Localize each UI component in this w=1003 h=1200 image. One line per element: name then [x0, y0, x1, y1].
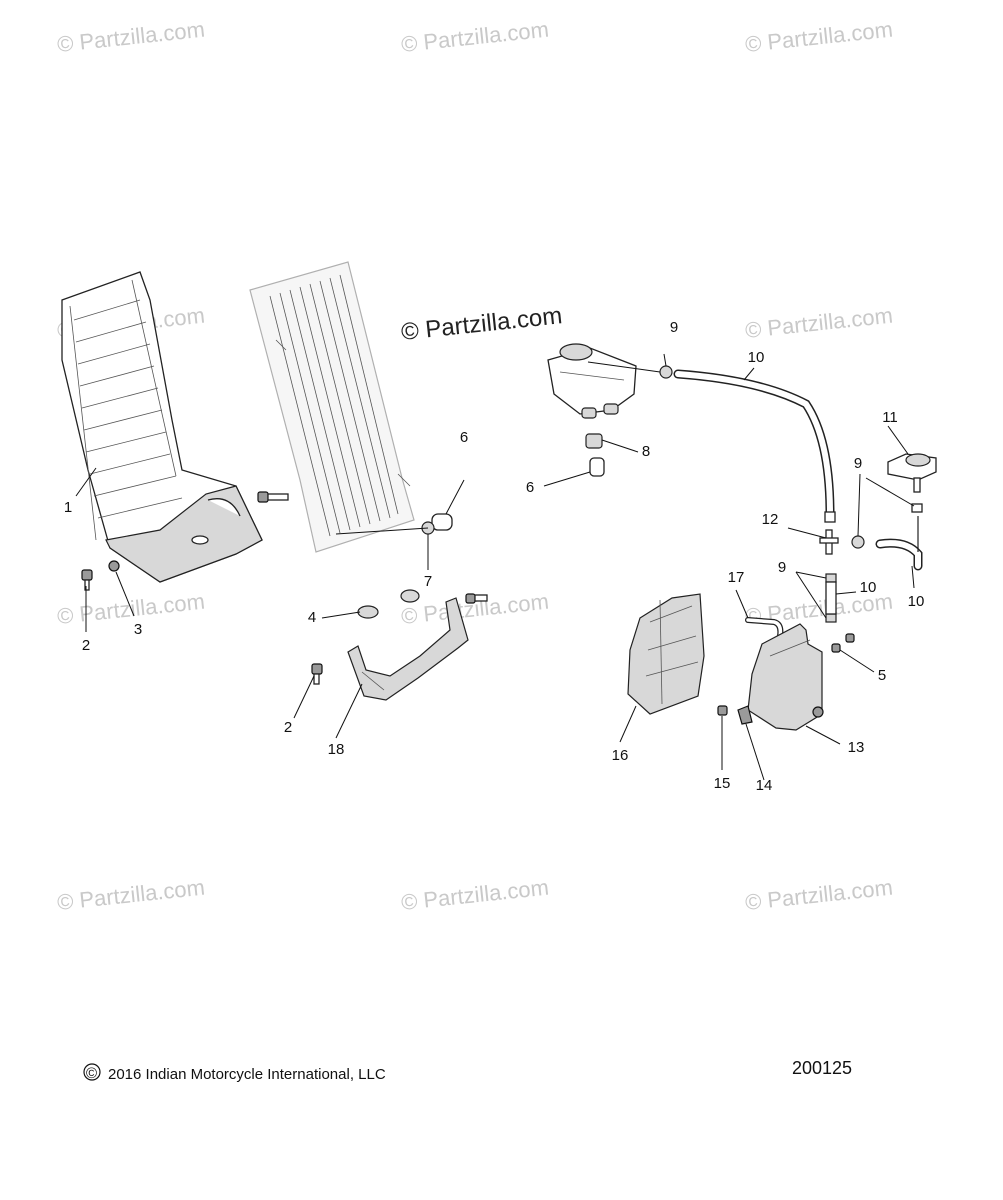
callout-5: 5	[878, 667, 886, 684]
fastener-bolt-bracket-top	[465, 593, 488, 604]
filler-neck-11	[887, 453, 937, 493]
callout-10: 10	[748, 349, 765, 366]
fastener-bolt-5	[831, 633, 855, 653]
watermark: © Partzilla.com	[744, 303, 894, 343]
callout-1: 1	[64, 499, 72, 516]
copyright-symbol: ©	[86, 1065, 97, 1082]
diagram-code: 200125	[792, 1058, 852, 1078]
fastener-nut-3	[108, 560, 120, 572]
callout-6: 6	[460, 429, 468, 446]
hose-clamp-9a	[659, 365, 673, 379]
callout-10: 10	[860, 579, 877, 596]
watermark-center: © Partzilla.com	[400, 302, 564, 346]
watermark: © Partzilla.com	[56, 17, 206, 57]
fastener-bolt-shroud	[257, 491, 289, 503]
callout-4: 4	[308, 609, 316, 626]
callout-16: 16	[612, 747, 629, 764]
coolant-reservoir-13	[747, 623, 824, 731]
callout-9: 9	[778, 559, 786, 576]
hose-fitting-6	[589, 457, 605, 477]
watermark: © Partzilla.com	[56, 875, 206, 915]
shroud-slats	[73, 299, 183, 519]
callout-13: 13	[848, 739, 865, 756]
callout-2: 2	[82, 637, 90, 654]
callout-10: 10	[908, 593, 925, 610]
callout-9: 9	[670, 319, 678, 336]
coolant-hose-10b	[825, 581, 837, 615]
footer: © 2016 Indian Motorcycle International, …	[83, 1058, 852, 1083]
callout-17: 17	[728, 569, 745, 586]
callout-3: 3	[134, 621, 142, 638]
callout-15: 15	[714, 775, 731, 792]
reservoir-cover-16	[627, 593, 705, 715]
fastener-bolt-2b	[311, 663, 323, 685]
coolant-hose-10c	[875, 516, 923, 571]
callout-14: 14	[756, 777, 773, 794]
callout-18: 18	[328, 741, 345, 758]
hose-fitting-8	[585, 433, 603, 449]
leader-lines	[75, 353, 915, 781]
grommet-6	[431, 513, 453, 531]
callout-11: 11	[882, 409, 898, 426]
fastener-bolt-15	[717, 705, 728, 716]
callout-8: 8	[642, 443, 650, 460]
callout-7: 7	[424, 573, 432, 590]
tee-fitting-12	[819, 529, 839, 555]
clip-14	[737, 705, 753, 725]
copyright-text: 2016 Indian Motorcycle International, LL…	[108, 1066, 386, 1083]
thermostat-housing	[547, 343, 637, 419]
fastener-bolt-2a	[81, 569, 93, 591]
small-hose-17	[745, 617, 784, 639]
radiator-shroud	[61, 271, 263, 583]
callout-labels: 1 2 3 4 2 18 6 7 8 6 9 10 11 9 12 9 10 1…	[64, 319, 925, 794]
watermark: © Partzilla.com	[744, 875, 894, 915]
watermark: © Partzilla.com	[400, 875, 550, 915]
copyright-circle	[83, 1063, 101, 1081]
callout-6: 6	[526, 479, 534, 496]
radiator-fins	[269, 274, 399, 537]
callout-9: 9	[854, 455, 862, 472]
watermark: © Partzilla.com	[744, 17, 894, 57]
mounting-bracket-18	[347, 597, 469, 701]
callout-12: 12	[762, 511, 779, 528]
watermark: © Partzilla.com	[400, 17, 550, 57]
radiator-core	[249, 261, 415, 553]
coolant-hose-10a	[673, 369, 836, 523]
callout-2: 2	[284, 719, 292, 736]
